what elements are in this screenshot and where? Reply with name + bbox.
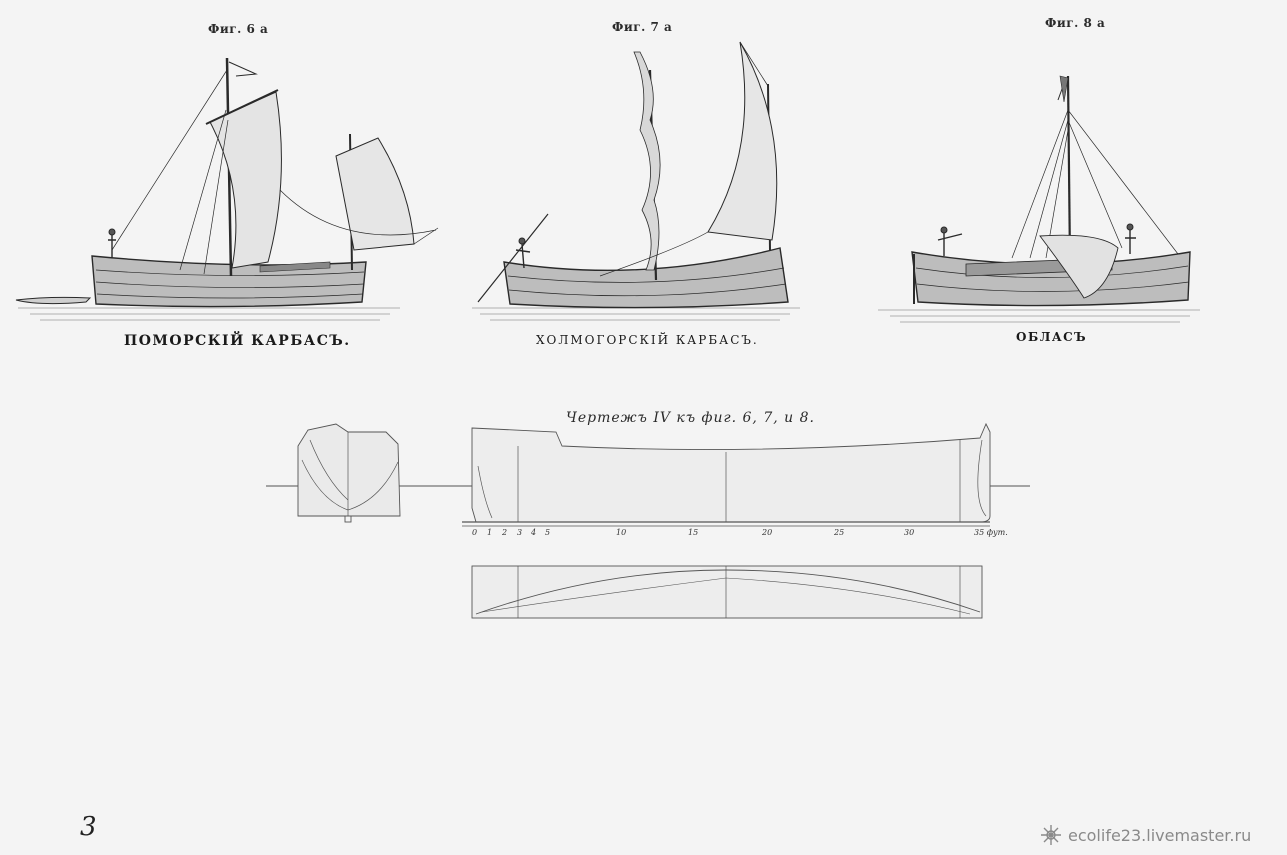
kholmogory-karbas-illustration <box>472 41 800 321</box>
technical-drawing <box>266 422 1030 619</box>
body-plan-drawing <box>297 423 401 523</box>
pomor-karbas-illustration <box>15 57 439 321</box>
page-number: 3 <box>80 812 97 842</box>
scale-tick: 2 <box>502 528 508 537</box>
figure-6-caption: ПОМОРСКІЙ КАРБАСЪ. <box>124 333 351 349</box>
scale-tick: 3 <box>517 528 523 537</box>
scale-tick: 15 <box>688 528 699 537</box>
scale-tick: 30 <box>904 528 915 537</box>
watermark: ecolife23.livemaster.ru <box>1040 824 1251 846</box>
snowflake-logo-icon <box>1041 825 1061 845</box>
half-breadth-plan-drawing <box>471 565 983 619</box>
scale-tick: 0 <box>472 528 478 537</box>
figure-7-label: Фиг. 7 а <box>612 20 673 34</box>
figure-7-caption: ХОЛМОГОРСКІЙ КАРБАСЪ. <box>536 333 759 347</box>
scale-tick: 4 <box>531 528 537 537</box>
scale-tick: 25 <box>834 528 845 537</box>
drawing-title: Чертежъ IV къ фиг. 6, 7, и 8. <box>566 410 815 426</box>
scale-tick: 5 <box>545 528 551 537</box>
scale-tick: 1 <box>487 528 493 537</box>
scale-tick: 35 фут. <box>974 528 1008 537</box>
figure-6-label: Фиг. 6 а <box>208 22 269 36</box>
scale-tick: 20 <box>762 528 773 537</box>
profile-drawing <box>462 422 991 527</box>
scale-tick: 10 <box>616 528 627 537</box>
figure-8-caption: ОБЛАСЪ <box>1016 330 1088 344</box>
watermark-text: ecolife23.livemaster.ru <box>1068 825 1252 845</box>
oblas-illustration <box>878 75 1200 323</box>
figure-8-label: Фиг. 8 а <box>1045 16 1106 30</box>
